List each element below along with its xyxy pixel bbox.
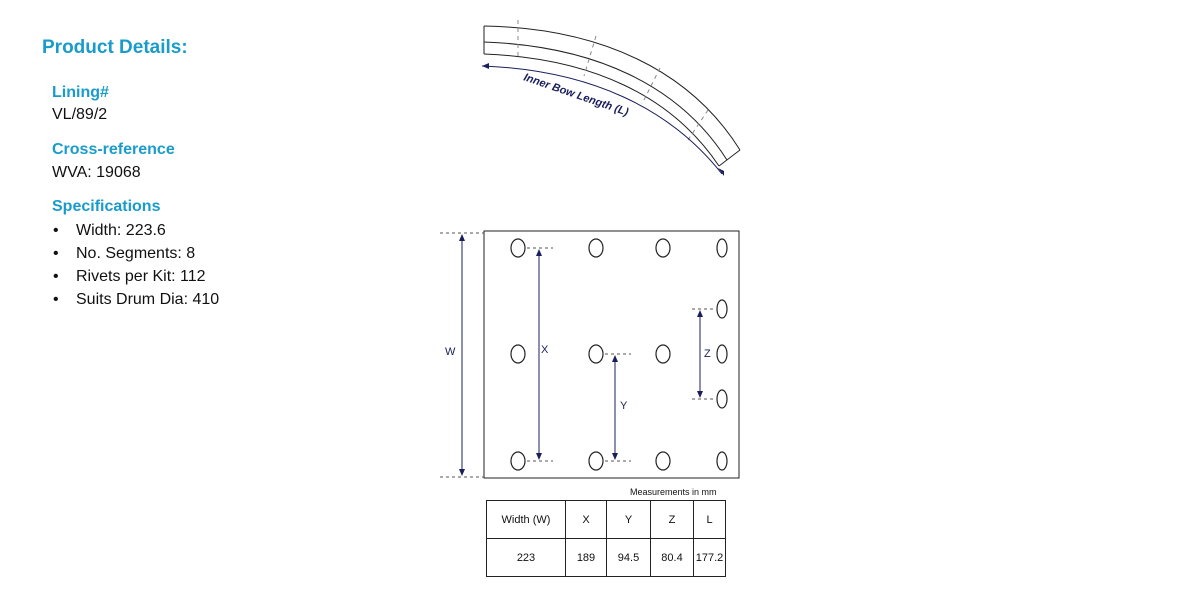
y-label: Y	[620, 400, 628, 412]
spec-item: • Width: 223.6	[52, 219, 219, 242]
arrowhead-right	[718, 168, 724, 176]
z-label: Z	[704, 348, 711, 360]
spec-drum-dia: Suits Drum Dia: 410	[76, 291, 220, 308]
table-header-cell: Y	[606, 500, 651, 539]
rivet-hole	[510, 344, 526, 364]
table-header-cell: X	[565, 500, 607, 539]
rivet-hole	[716, 389, 728, 409]
spec-item: • Rivets per Kit: 112	[52, 265, 219, 288]
lining-segment	[483, 230, 740, 479]
rivet-hole	[655, 238, 671, 258]
rivet-hole	[716, 344, 728, 364]
arc-segment-lines	[517, 20, 709, 141]
rivet-hole	[716, 238, 728, 258]
specifications-label: Specifications	[52, 198, 161, 215]
table-header-cell: L	[693, 500, 726, 539]
rivet-hole	[588, 238, 604, 258]
rivet-hole	[716, 299, 728, 319]
table-cell: 189	[565, 538, 607, 577]
bullet: •	[53, 291, 59, 308]
spec-item: • No. Segments: 8	[52, 242, 219, 265]
spec-segments: No. Segments: 8	[76, 245, 196, 262]
specifications-list: • Width: 223.6 • No. Segments: 8 • Rivets p…	[52, 219, 219, 311]
rivet-hole	[510, 451, 526, 471]
arrowhead-left	[482, 63, 489, 69]
cross-reference-label: Cross-reference	[52, 141, 175, 158]
bullet: •	[53, 268, 59, 285]
z-dimension: Z	[692, 308, 716, 400]
table-header-row: Width (W) X Y Z L	[486, 500, 726, 539]
lining-value: VL/89/2	[52, 106, 108, 123]
bullet: •	[53, 245, 59, 262]
rivet-hole	[655, 451, 671, 471]
inner-bow-label: Inner Bow Length (L)	[522, 71, 630, 118]
page-title: Product Details:	[42, 37, 188, 58]
lining-label: Lining#	[52, 84, 109, 101]
rivet-holes	[510, 238, 728, 471]
arc-mid	[483, 41, 728, 161]
bullet: •	[53, 222, 59, 239]
measurements-table: Width (W) X Y Z L 223 189 94.5 80.4 177.…	[486, 500, 726, 577]
table-header-cell: Z	[650, 500, 694, 539]
inner-bow-arrow-line	[481, 65, 723, 175]
x-label: X	[541, 344, 549, 356]
x-dimension: X	[527, 247, 553, 462]
spec-rivets: Rivets per Kit: 112	[76, 268, 206, 285]
spec-item: • Suits Drum Dia: 410	[52, 288, 219, 311]
rivet-hole	[510, 238, 526, 258]
table-cell: 223	[486, 538, 566, 577]
table-cell: 177.2	[693, 538, 726, 577]
table-row: 223 189 94.5 80.4 177.2	[486, 538, 726, 577]
measurements-note: Measurements in mm	[630, 487, 717, 497]
arc-inner	[483, 53, 720, 167]
w-label: W	[445, 346, 456, 358]
w-dimension: W	[440, 232, 484, 478]
rivet-hole	[655, 344, 671, 364]
y-dimension: Y	[605, 353, 631, 462]
arc-outer	[483, 25, 741, 151]
table-cell: 80.4	[650, 538, 694, 577]
table-header-cell: Width (W)	[486, 500, 566, 539]
lining-arc	[483, 20, 741, 167]
rivet-hole	[716, 451, 728, 471]
inner-bow-dimension	[481, 63, 724, 176]
arc-right-edge	[718, 149, 741, 167]
table-cell: 94.5	[606, 538, 651, 577]
rivet-hole	[588, 344, 604, 364]
cross-reference-value: WVA: 19068	[52, 164, 141, 181]
spec-width: Width: 223.6	[76, 222, 166, 239]
rivet-hole	[588, 451, 604, 471]
